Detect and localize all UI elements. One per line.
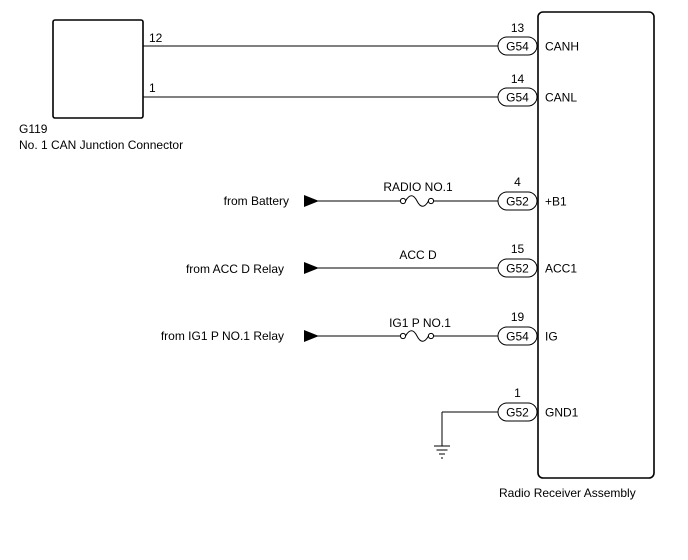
connector-pill [497, 326, 538, 346]
can-junction-connector-box [52, 19, 144, 119]
connector-pill [497, 191, 538, 211]
fuse-label-radio-no1: RADIO NO.1 [383, 180, 453, 194]
fuse-ig1-p-no1 [399, 330, 435, 342]
connector-pill [497, 36, 538, 56]
terminal-signal: CANL [545, 91, 577, 105]
terminal-signal: ACC1 [545, 262, 577, 276]
junction-connector-code: G119 [19, 122, 48, 136]
terminal-pin: 4 [514, 175, 521, 189]
junction-pin-canh: 12 [149, 31, 163, 45]
source-label-ig-relay: from IG1 P NO.1 Relay [161, 329, 284, 343]
connector-code: G54 [506, 91, 529, 105]
ig-relay-arrow-icon [304, 330, 319, 342]
terminal-ig: G54 19 IG [497, 310, 558, 346]
connector-code: G54 [506, 40, 529, 54]
terminal-canh: G54 13 CANH [497, 21, 579, 56]
connector-code: G52 [506, 262, 529, 276]
terminal-acc1: G52 15 ACC1 [497, 242, 577, 278]
radio-receiver-name: Radio Receiver Assembly [499, 486, 636, 500]
battery-arrow-icon [304, 195, 319, 207]
terminal-pin: 14 [511, 72, 525, 86]
terminal-pin: 15 [511, 242, 525, 256]
terminal-signal: IG [545, 330, 558, 344]
radio-receiver-box [537, 11, 655, 479]
connector-code: G52 [506, 406, 529, 420]
source-label-acc-relay: from ACC D Relay [186, 262, 284, 276]
terminal-gnd1: G52 1 GND1 [497, 386, 579, 422]
terminal-signal: GND1 [545, 406, 579, 420]
fuse-label-ig1-p-no1: IG1 P NO.1 [389, 316, 451, 330]
terminal-signal: +B1 [545, 195, 567, 209]
terminal-signal: CANH [545, 40, 579, 54]
junction-pin-canl: 1 [149, 81, 156, 95]
source-label-battery: from Battery [224, 194, 289, 208]
fuse-radio-no1 [399, 195, 435, 207]
terminal-pin: 13 [511, 21, 525, 35]
terminal-canl: G54 14 CANL [497, 72, 577, 107]
ground-icon [434, 445, 450, 459]
terminal-pin: 1 [514, 386, 521, 400]
terminal-b1: G52 4 +B1 [497, 175, 567, 211]
acc-relay-arrow-icon [304, 262, 319, 274]
connector-pill [497, 87, 538, 107]
fuse-label-acc-d: ACC D [399, 248, 437, 262]
connector-code: G54 [506, 330, 529, 344]
terminal-pin: 19 [511, 310, 525, 324]
junction-connector-name: No. 1 CAN Junction Connector [19, 138, 183, 152]
connector-code: G52 [506, 195, 529, 209]
connector-pill [497, 258, 538, 278]
connector-pill [497, 402, 538, 422]
